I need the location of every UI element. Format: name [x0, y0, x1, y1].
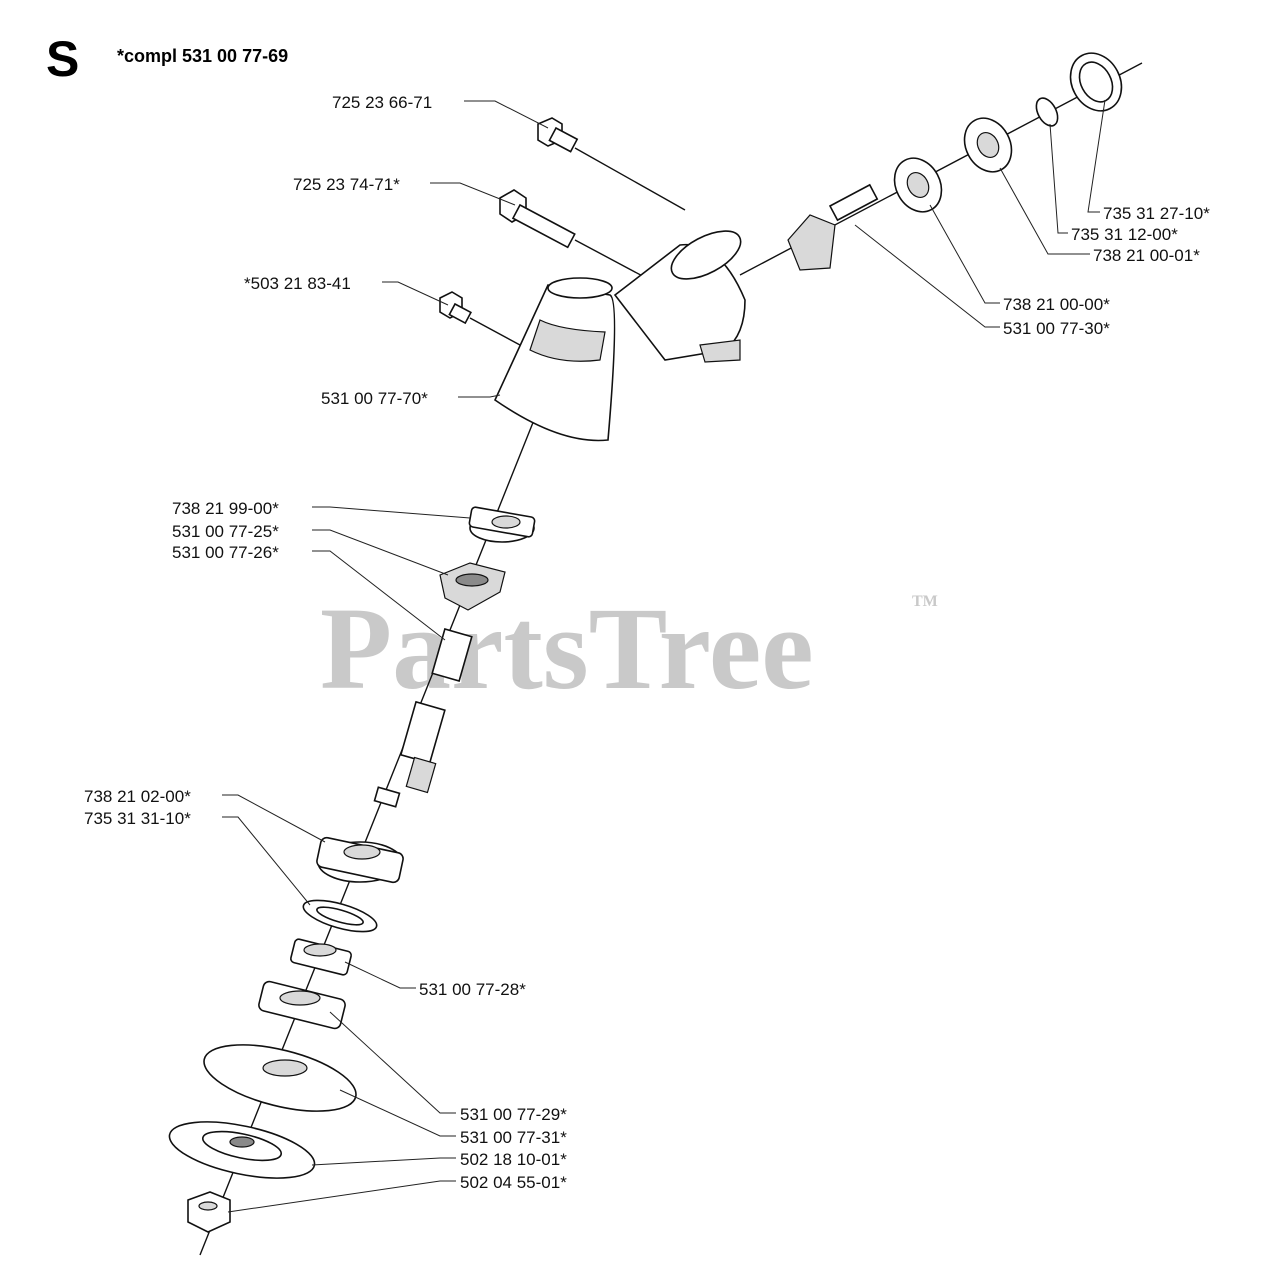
bearing-738-21-00-01 [963, 117, 1013, 173]
part-label: 531 00 77-28* [419, 980, 526, 999]
part-label: 531 00 77-30* [1003, 319, 1110, 338]
support-cup-502-18-10-01 [168, 1121, 316, 1179]
nut-502-04-55-01 [187, 1191, 231, 1233]
watermark-text: PartsTree [320, 583, 814, 714]
part-label: 738 21 00-00* [1003, 295, 1110, 314]
part-label: *503 21 83-41 [244, 274, 351, 293]
bearing-738-21-02-00 [316, 836, 404, 884]
part-label: 735 31 12-00* [1071, 225, 1178, 244]
watermark-tm: TM [912, 593, 938, 610]
part-label: 725 23 66-71 [332, 93, 432, 112]
bearing-738-21-99-00 [468, 506, 536, 543]
pinion-gear-531-00-77-30 [787, 183, 879, 271]
part-label: 502 18 10-01* [460, 1150, 567, 1169]
part-label: 738 21 02-00* [84, 787, 191, 806]
circlip-735-31-31-10 [302, 899, 378, 933]
bevel-gear-531-00-77-25 [439, 562, 506, 611]
gear-housing-531-00-77-70 [493, 230, 746, 442]
part-label: 531 00 77-31* [460, 1128, 567, 1147]
screw-503-21-83-41 [439, 291, 472, 325]
bearing-738-21-00-00 [893, 157, 943, 213]
part-label: 531 00 77-26* [172, 543, 279, 562]
washer-735-31-12-00 [1035, 97, 1059, 127]
part-label: 531 00 77-29* [460, 1105, 567, 1124]
part-labels: 725 23 66-71 725 23 74-71* *503 21 83-41… [84, 93, 1210, 1192]
part-label: 735 31 27-10* [1103, 204, 1210, 223]
part-label: 502 04 55-01* [460, 1173, 567, 1192]
shaft-531-00-77-26 [373, 628, 473, 808]
part-label: 738 21 00-01* [1093, 246, 1200, 265]
ring-531-00-77-29 [258, 980, 346, 1030]
drive-disc-531-00-77-31 [203, 1044, 357, 1112]
part-label: 531 00 77-25* [172, 522, 279, 541]
assembly-note: *compl 531 00 77-69 [117, 46, 288, 66]
part-label: 738 21 99-00* [172, 499, 279, 518]
part-label: 531 00 77-70* [321, 389, 428, 408]
part-label: 735 31 31-10* [84, 809, 191, 828]
bolt-725-23-66-71 [537, 117, 579, 153]
circlip-735-31-27-10 [1069, 52, 1123, 112]
part-label: 725 23 74-71* [293, 175, 400, 194]
section-letter: S [46, 31, 79, 87]
spacer-531-00-77-28 [290, 938, 352, 976]
bolt-725-23-74-71 [499, 189, 576, 249]
leader-lines [222, 99, 1106, 1213]
